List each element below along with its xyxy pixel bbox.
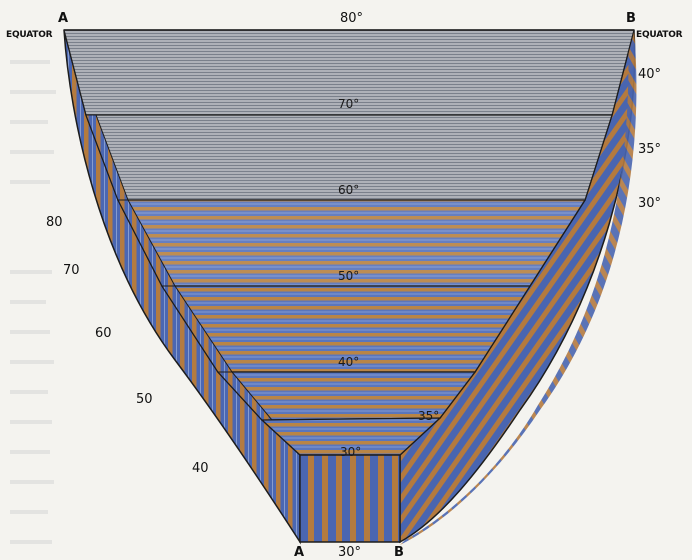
top-degree-label: 80° — [340, 11, 363, 26]
left-50-label: 50 — [136, 392, 153, 407]
left-80-label: 80 — [46, 215, 63, 230]
corner-a-top-label: A — [58, 11, 68, 26]
bottom-degree-label: 30° — [338, 545, 361, 560]
equator-right-label: EQUATOR — [636, 30, 683, 40]
left-60-label: 60 — [95, 326, 112, 341]
left-40-label: 40 — [192, 461, 209, 476]
corner-b-bottom-label: B — [394, 545, 404, 560]
band-40-label: 40° — [338, 355, 359, 369]
band-70-label: 70° — [338, 97, 359, 111]
pit-front — [299, 454, 401, 543]
background-texture — [10, 60, 56, 544]
band-30-label: 30° — [340, 445, 361, 459]
right-40-label: 40° — [638, 67, 661, 82]
band-35-label: 35° — [418, 409, 439, 423]
corner-a-bottom-label: A — [294, 545, 304, 560]
right-35-label: 35° — [638, 142, 661, 157]
equator-left-label: EQUATOR — [6, 30, 53, 40]
band-60-label: 60° — [338, 183, 359, 197]
band-50-label: 50° — [338, 269, 359, 283]
corner-b-top-label: B — [626, 11, 636, 26]
right-30-label: 30° — [638, 196, 661, 211]
left-70-label: 70 — [63, 263, 80, 278]
